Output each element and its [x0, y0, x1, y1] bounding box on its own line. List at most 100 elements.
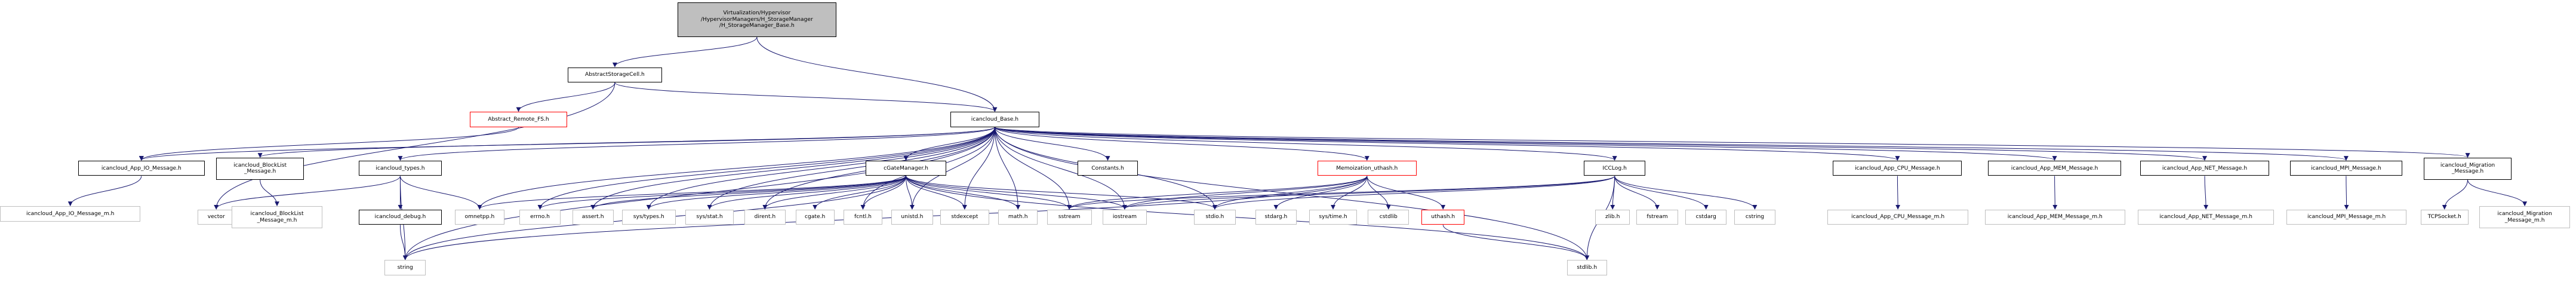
node-stdlib: stdlib.h: [1567, 260, 1607, 275]
node-migration_m: icancloud_Migration _Message_m.h: [2479, 206, 2571, 228]
node-stdarg: stdarg.h: [1255, 209, 1297, 225]
edge-icclog-to-cstdarg: [1614, 176, 1709, 210]
node-stdexcept: stdexcept: [940, 209, 989, 225]
node-cstring: cstring: [1734, 209, 1776, 225]
node-appmem_m: icancloud_App_MEM_Message_m.h: [1984, 209, 2126, 225]
edge-cgate-to-cgateh: [812, 176, 907, 210]
node-uthash[interactable]: uthash.h: [1421, 209, 1465, 225]
edge-cgate-to-math: [906, 176, 1021, 210]
edge-memo-to-sstream: [1067, 176, 1368, 210]
edge-cgate-to-errno: [537, 176, 907, 210]
node-appmem[interactable]: icancloud_App_MEM_Message.h: [1988, 161, 2122, 176]
edge-icclog-to-fstream: [1614, 176, 1660, 210]
edge-base-to-types: [398, 127, 995, 161]
edge-cgate-to-dirent: [762, 176, 907, 210]
node-migration[interactable]: icancloud_Migration _Message.h: [2424, 158, 2512, 180]
node-math: math.h: [998, 209, 1038, 225]
node-iostream: iostream: [1102, 209, 1147, 225]
node-cstdarg: cstdarg: [1685, 209, 1727, 225]
node-systypes: sys/types.h: [621, 209, 676, 225]
node-cgate[interactable]: cGateManager.h: [865, 161, 947, 176]
edge-appcpu-to-appcpu_m: [1895, 176, 1901, 210]
edge-cgate-to-stdlib: [906, 176, 1590, 260]
node-appcpu_m: icancloud_App_CPU_Message_m.h: [1827, 209, 1968, 225]
edge-types-to-omnetpp: [399, 176, 482, 210]
edge-icclog-to-stdio: [1212, 176, 1615, 210]
node-abstractremote[interactable]: Abstract_Remote_FS.h: [469, 112, 568, 127]
edge-base-to-appnet: [994, 127, 2207, 161]
node-base[interactable]: icancloud_Base.h: [950, 112, 1039, 127]
edge-abstractcell-to-abstractremote: [516, 82, 615, 112]
edge-abstractcell-to-base: [614, 82, 998, 112]
edge-base-to-omnetpp: [477, 127, 995, 210]
edge-memo-to-uthash: [1367, 176, 1446, 210]
edge-base-to-memo: [994, 127, 1369, 161]
edge-cgate-to-systypes: [646, 176, 907, 210]
edge-migration-to-migration_m: [2467, 179, 2528, 207]
node-sysstat: sys/stat.h: [685, 209, 734, 225]
node-appnet[interactable]: icancloud_App_NET_Message.h: [2140, 161, 2270, 176]
edge-types-to-vector: [214, 176, 401, 210]
node-appio[interactable]: icancloud_App_IO_Message.h: [78, 161, 205, 176]
edge-icclog-to-sstream: [1067, 176, 1615, 210]
node-fstream: fstream: [1636, 209, 1678, 225]
edge-abstractremote-to-appio: [139, 127, 519, 161]
node-appcpu[interactable]: icancloud_App_CPU_Message.h: [1833, 161, 1962, 176]
edge-icclog-to-cstring: [1614, 176, 1758, 210]
edge-base-to-icclog: [994, 127, 1617, 161]
edge-root-to-base: [756, 36, 998, 112]
edge-icclog-to-iostream: [1122, 176, 1615, 210]
edge-root-to-abstractcell: [612, 36, 758, 68]
node-types[interactable]: icancloud_types.h: [359, 161, 442, 176]
node-appio_m: icancloud_App_IO_Message_m.h: [0, 206, 141, 222]
edge-cgate-to-unistd: [906, 176, 915, 210]
edge-base-to-stdlib: [994, 127, 1590, 260]
edge-base-to-iostream: [994, 127, 1127, 210]
node-assert: assert.h: [572, 209, 614, 225]
edge-base-to-stdexcept: [962, 127, 995, 210]
edge-appio-to-appio_m: [67, 176, 142, 207]
node-stdio: stdio.h: [1194, 209, 1236, 225]
edge-base-to-assert: [590, 127, 995, 210]
node-mpi_m: icancloud_MPI_Message_m.h: [2286, 209, 2406, 225]
edge-cgate-to-iostream: [906, 176, 1127, 210]
edge-migration-to-tcpsocket: [2442, 179, 2469, 210]
node-debug[interactable]: icancloud_debug.h: [359, 209, 442, 225]
edge-memo-to-stdio: [1212, 176, 1368, 210]
edge-base-to-blocklist: [258, 127, 995, 158]
edge-cgate-to-assert: [590, 176, 907, 210]
node-sstream: sstream: [1047, 209, 1092, 225]
node-errno: errno.h: [519, 209, 561, 225]
node-tcpsocket: TCPSocket.h: [2420, 209, 2469, 225]
node-root[interactable]: Virtualization/Hypervisor /HypervisorMan…: [677, 2, 837, 37]
node-appnet_m: icancloud_App_NET_Message_m.h: [2137, 209, 2275, 225]
node-omnetpp: omnetpp.h: [454, 209, 504, 225]
edge-debug-to-string: [399, 225, 408, 260]
node-zlib: zlib.h: [1595, 209, 1630, 225]
edge-base-to-sstream: [994, 127, 1072, 210]
node-string: string: [384, 260, 426, 275]
node-memo[interactable]: Memoization_uthash.h: [1317, 161, 1417, 176]
node-cstdlib: cstdlib: [1368, 209, 1409, 225]
node-icclog[interactable]: ICCLog.h: [1584, 161, 1645, 176]
edge-base-to-migration: [994, 127, 2470, 158]
node-mpi[interactable]: icancloud_MPI_Message.h: [2289, 161, 2403, 176]
node-abstractcell[interactable]: AbstractStorageCell.h: [567, 67, 662, 83]
node-blocklist[interactable]: icancloud_BlockList _Message.h: [216, 158, 304, 180]
edge-appnet-to-appnet_m: [2203, 176, 2209, 210]
edge-base-to-appmem: [994, 127, 2057, 161]
node-dirent: dirent.h: [744, 209, 786, 225]
node-constants[interactable]: Constants.h: [1077, 161, 1138, 176]
edge-cgate-to-sysstat: [707, 176, 907, 210]
edge-cgate-to-stdexcept: [906, 176, 967, 210]
edge-cgate-to-omnetpp: [477, 176, 907, 210]
edge-memo-to-stdarg: [1273, 176, 1368, 210]
edge-abstractcell-to-vector: [214, 82, 615, 210]
edge-base-to-math: [994, 127, 1021, 210]
edge-base-to-errno: [537, 127, 995, 210]
edge-base-to-appcpu: [994, 127, 1900, 161]
node-fcntl: fcntl.h: [843, 209, 883, 225]
edge-cgate-to-stdio: [906, 176, 1217, 210]
